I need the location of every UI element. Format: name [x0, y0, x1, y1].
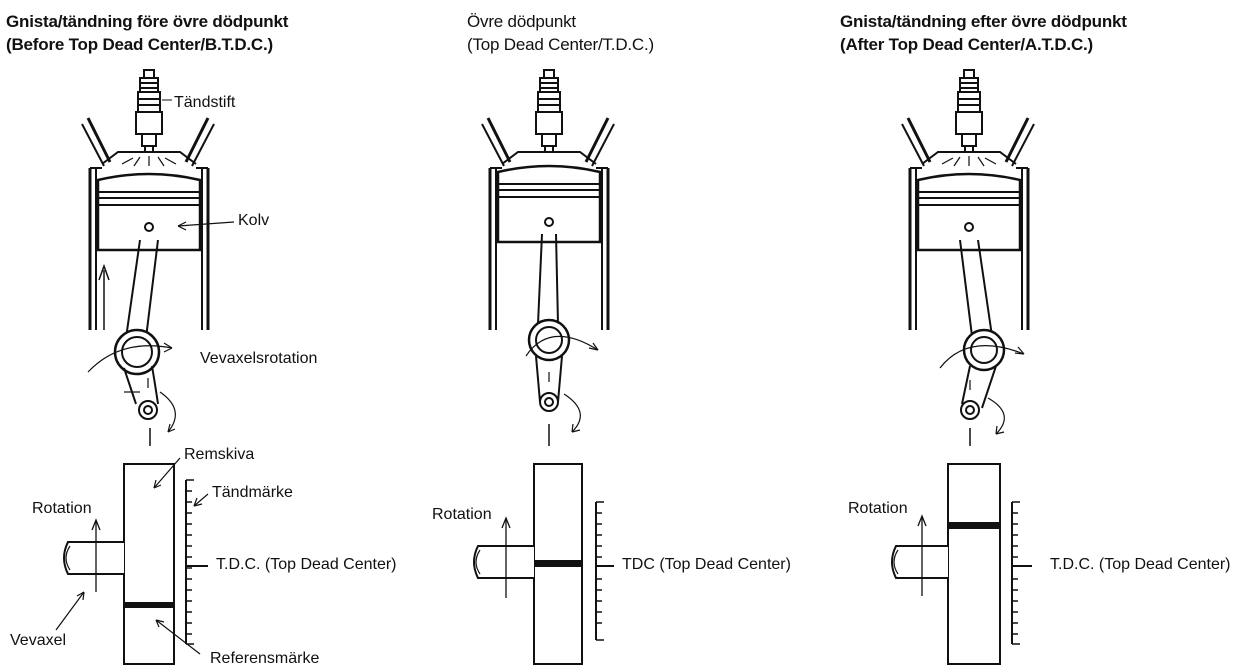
pulley-atdc [891, 463, 1032, 665]
title-line-1: Gnista/tändning efter övre dödpunkt [840, 12, 1127, 31]
label-crankshaft: Vevaxel [10, 632, 67, 649]
spark-plug [955, 69, 983, 153]
label-tdc: T.D.C. (Top Dead Center) [216, 556, 397, 573]
label-timing-mark: Tändmärke [212, 484, 293, 501]
title-line-1: Övre dödpunkt [467, 12, 576, 31]
panel-title: Gnista/tändning före övre dödpunkt (Befo… [6, 10, 288, 56]
label-crank-rotation: Vevaxelsrotation [200, 350, 318, 367]
title-line-1: Gnista/tändning före övre dödpunkt [6, 12, 289, 31]
label-rotation: Rotation [432, 506, 492, 523]
label-piston: Kolv [238, 212, 270, 229]
label-pulley: Remskiva [184, 446, 255, 463]
panel-title: Gnista/tändning efter övre dödpunkt (Aft… [840, 10, 1127, 56]
piston [496, 164, 602, 244]
engine-diagram-btdc [55, 69, 235, 665]
spark-plug [535, 69, 563, 153]
spark-plug [135, 69, 163, 153]
label-rotation: Rotation [848, 500, 908, 517]
piston [96, 172, 202, 252]
label-tdc: T.D.C. (Top Dead Center) [1050, 556, 1231, 573]
panel-tdc: Övre dödpunkt (Top Dead Center/T.D.C.) [430, 0, 850, 670]
panel-atdc: Gnista/tändning efter övre dödpunkt (Aft… [840, 0, 1257, 670]
engine-diagram-tdc [473, 69, 615, 665]
pulley-tdc [473, 463, 614, 665]
pulley-btdc [55, 457, 209, 665]
title-line-2: (Top Dead Center/T.D.C.) [467, 35, 654, 54]
engine-diagram-atdc [891, 69, 1035, 665]
piston [916, 172, 1022, 252]
label-tdc: TDC (Top Dead Center) [622, 556, 791, 573]
title-line-2: (Before Top Dead Center/B.T.D.C.) [6, 35, 273, 54]
panel-btdc: Gnista/tändning före övre dödpunkt (Befo… [0, 0, 430, 670]
label-reference-mark: Referensmärke [210, 650, 320, 667]
panel-title: Övre dödpunkt (Top Dead Center/T.D.C.) [467, 10, 654, 56]
label-rotation: Rotation [32, 500, 92, 517]
title-line-2: (After Top Dead Center/A.T.D.C.) [840, 35, 1094, 54]
label-spark-plug: Tändstift [174, 94, 236, 111]
